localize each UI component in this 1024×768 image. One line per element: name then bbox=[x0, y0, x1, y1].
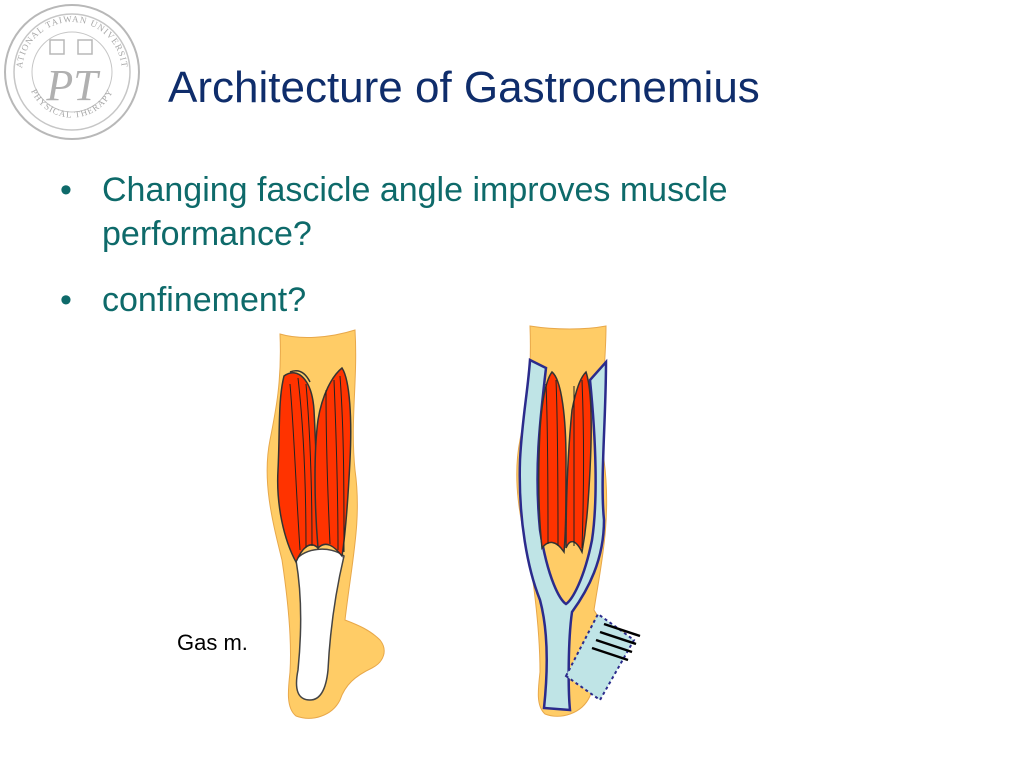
left-lateral-head bbox=[314, 366, 352, 558]
seal-monogram: PT bbox=[45, 61, 101, 110]
svg-text:NATIONAL TAIWAN UNIVERSITY: NATIONAL TAIWAN UNIVERSITY bbox=[2, 2, 130, 69]
right-foot-fibers bbox=[591, 622, 641, 662]
left-achilles-tendon bbox=[295, 548, 345, 701]
bullet-dot: • bbox=[60, 281, 72, 319]
right-foot-fascia bbox=[564, 612, 636, 702]
figure-caption: Gas m. bbox=[177, 630, 248, 655]
right-medial-head bbox=[537, 370, 567, 555]
slide-title: Architecture of Gastrocnemius bbox=[168, 63, 760, 112]
left-leg-skin bbox=[266, 329, 385, 719]
bullet-dot: • bbox=[60, 171, 72, 209]
seal-top-text: NATIONAL TAIWAN UNIVERSITY bbox=[2, 2, 129, 69]
left-medial-head bbox=[276, 372, 319, 564]
right-leg-diagram bbox=[516, 325, 641, 717]
bullet-text: Changing fascicle angle improves muscle … bbox=[102, 171, 728, 253]
bullet-text: confinement? bbox=[102, 281, 307, 319]
left-leg-diagram bbox=[266, 329, 385, 719]
university-seal-logo: NATIONAL TAIWAN UNIVERSITY PHYSICAL THER… bbox=[2, 2, 140, 140]
bullet-item: • confinement? bbox=[60, 278, 880, 322]
bullet-item: • Changing fascicle angle improves muscl… bbox=[60, 168, 880, 256]
right-lateral-head bbox=[565, 370, 592, 555]
bullet-list: • Changing fascicle angle improves muscl… bbox=[60, 168, 880, 344]
right-leg-skin bbox=[516, 325, 630, 717]
right-fascia-sheath bbox=[518, 358, 608, 712]
